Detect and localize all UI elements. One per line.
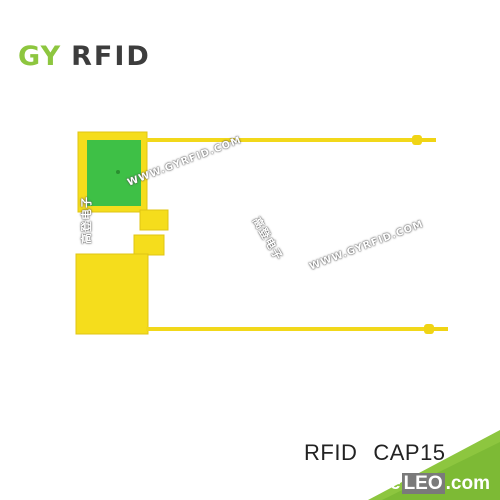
upper-cable: [146, 138, 414, 142]
tradeleo-badge: TradeLEO.com: [368, 430, 500, 500]
badge-leo: LEO: [401, 473, 445, 494]
badge-trade: Trade: [368, 473, 401, 494]
caption-model: CAP15: [373, 440, 446, 465]
lower-tag-body: [75, 253, 149, 335]
product-caption: RFID CAP15: [304, 440, 446, 466]
locking-tab-lower: [133, 234, 165, 256]
upper-cable-tip: [422, 138, 436, 142]
lower-cable-tip: [434, 327, 448, 331]
gyrfid-logo: GY RFID: [18, 43, 151, 70]
lower-cable: [146, 327, 424, 331]
lower-cable-knob: [424, 324, 434, 334]
upper-cable-knob: [412, 135, 422, 145]
logo-gy: GY: [18, 41, 62, 72]
caption-rfid: RFID: [304, 440, 358, 465]
badge-com: .com: [445, 473, 490, 494]
tradeleo-text: TradeLEO.com: [368, 473, 490, 495]
upper-tag-dot: [116, 170, 120, 174]
upper-tag-inlay: [87, 140, 141, 206]
logo-rfid: RFID: [71, 41, 151, 72]
locking-tab-upper: [139, 209, 169, 231]
